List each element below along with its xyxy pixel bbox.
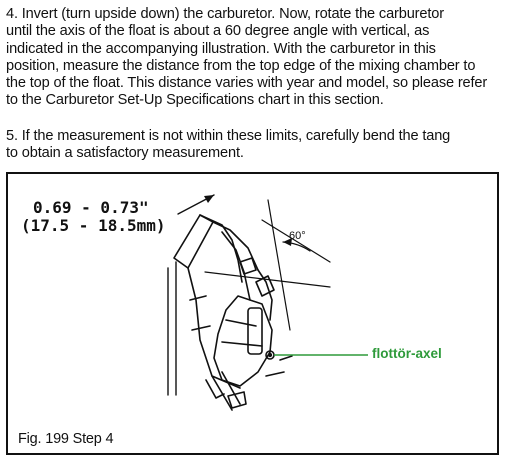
- angle-label: 60°: [289, 230, 306, 242]
- float-axle-callout: flottör-axel: [372, 346, 442, 361]
- step-5-paragraph: 5. If the measurement is not within thes…: [6, 128, 451, 162]
- dimension-mm-label: (17.5 - 18.5mm): [21, 216, 166, 235]
- step-4-paragraph: 4. Invert (turn upside down) the carbure…: [6, 6, 488, 109]
- figure-caption: Fig. 199 Step 4: [18, 431, 114, 447]
- figure-frame: [6, 172, 499, 455]
- dimension-inches-label: 0.69 - 0.73": [33, 198, 149, 217]
